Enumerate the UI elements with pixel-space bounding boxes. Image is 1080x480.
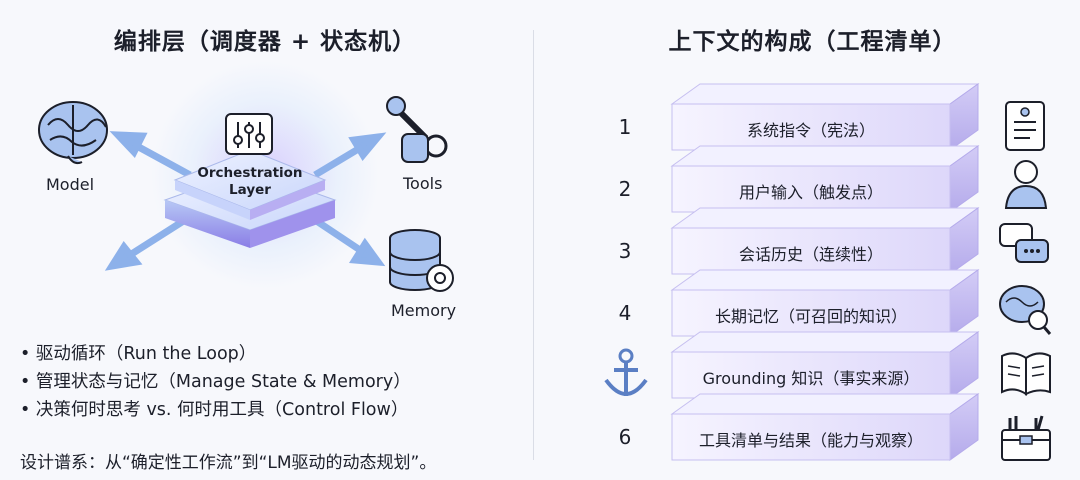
- layer-label: 长期记忆（可召回的知识）: [714, 307, 907, 326]
- layer-number: 2: [618, 177, 632, 201]
- context-layer-top: [670, 269, 980, 291]
- layer-slabs: [670, 83, 980, 461]
- layer-number: 4: [618, 301, 632, 325]
- layer-label: 系统指令（宪法）: [746, 121, 875, 140]
- context-layer-front: [671, 165, 951, 213]
- right-panel-title: 上下文的构成（工程清单）: [668, 29, 957, 55]
- left-panel-title: 编排层（调度器 + 状态机）: [113, 29, 417, 55]
- book-icon: [1001, 352, 1051, 396]
- context-layer-top: [670, 83, 980, 105]
- scroll-icon: [1005, 101, 1045, 151]
- mixer-icon: [225, 113, 273, 155]
- feature-bullets: 驱动循环（Run the Loop） 管理状态与记忆（Manage State …: [20, 340, 411, 424]
- layer-number: 6: [618, 425, 632, 449]
- context-layer-front: [671, 289, 951, 337]
- model-label: Model: [46, 175, 95, 194]
- toolbox-icon: [1001, 415, 1051, 461]
- user-icon: [1004, 160, 1048, 209]
- arrow-tools: [313, 144, 362, 179]
- database-gear-icon: [389, 229, 454, 292]
- orchestration-label-line2: Layer: [229, 182, 271, 198]
- orchestration-layer-label: Orchestration Layer: [190, 165, 310, 199]
- bullet-item: 驱动循环（Run the Loop）: [20, 340, 411, 368]
- arrow-left-down: [128, 217, 187, 258]
- context-layer-front: [671, 351, 951, 399]
- layer-label: Grounding 知识（事实来源）: [702, 369, 920, 388]
- arrow-model-head: [109, 131, 148, 159]
- layer-label: 工具清单与结果（能力与观察）: [698, 431, 923, 450]
- arrow-tools-head: [348, 132, 387, 162]
- arrows-group: [104, 131, 387, 271]
- bullet-item: 决策何时思考 vs. 何时用工具（Control Flow）: [20, 396, 411, 424]
- panel-divider: [533, 30, 534, 460]
- context-layer-front: [671, 413, 951, 461]
- brain-search-icon: [999, 285, 1052, 335]
- tools-label: Tools: [403, 174, 443, 193]
- memory-label: Memory: [391, 301, 457, 320]
- arrow-memory-head: [349, 237, 386, 267]
- layer-number: 3: [618, 239, 632, 263]
- arrow-model: [133, 141, 192, 179]
- context-layer-top: [670, 207, 980, 229]
- orchestration-block-lower-left: [165, 200, 250, 248]
- design-lineage-footnote: 设计谱系：从“确定性工作流”到“LM驱动的动态规划”。: [20, 453, 437, 473]
- orchestration-block-lower-right: [250, 200, 335, 248]
- context-layer-top: [670, 331, 980, 353]
- layer-label: 会话历史（连续性）: [738, 245, 883, 264]
- orchestration-block-left: [175, 180, 250, 220]
- bullet-item: 管理状态与记忆（Manage State & Memory）: [20, 368, 411, 396]
- context-layer-top: [670, 393, 980, 415]
- context-layer-front: [671, 103, 951, 151]
- wrench-hand-icon: [386, 96, 448, 163]
- chat-icon: [999, 223, 1049, 263]
- arrow-memory: [313, 217, 362, 253]
- layer-label: 用户输入（触发点）: [738, 183, 883, 202]
- orchestration-block-right: [250, 180, 325, 220]
- context-layer-top: [670, 145, 980, 167]
- layer-number: 1: [618, 115, 632, 139]
- arrow-left-down-head: [104, 240, 143, 271]
- anchor-icon: [604, 348, 648, 396]
- context-layer-front: [671, 227, 951, 275]
- orchestration-label-line1: Orchestration: [197, 165, 303, 181]
- brain-icon: [38, 101, 108, 165]
- orchestration-diagram: [38, 96, 454, 292]
